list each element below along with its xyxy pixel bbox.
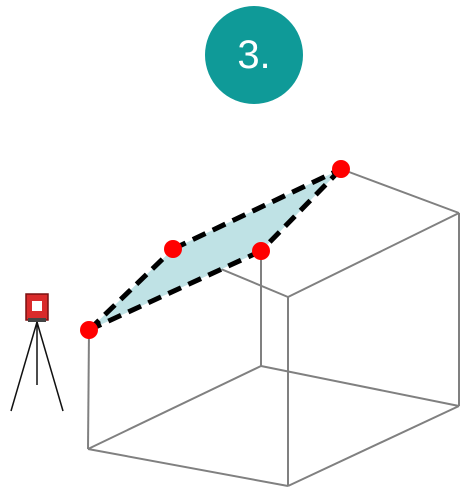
tripod-leg-left	[10, 321, 38, 412]
device-base	[28, 318, 46, 322]
measurement-point	[80, 321, 98, 339]
measured-roof-area	[89, 169, 341, 330]
laser-scanner-on-tripod-icon	[10, 293, 64, 412]
hidden-floor-left-edge	[87, 365, 262, 450]
device-window	[32, 301, 42, 311]
tripod-leg-right	[36, 321, 64, 412]
step-number-label: 3.	[237, 33, 271, 77]
house-wireframe	[87, 168, 460, 487]
outline-edge-2	[171, 166, 343, 252]
outline-edge-1	[87, 247, 175, 332]
right-eave-edge	[287, 212, 460, 298]
measurement-point	[252, 242, 270, 260]
measured-outline	[87, 166, 343, 333]
step-badge: 3.	[205, 6, 303, 104]
front-left-vertical-edge	[87, 329, 90, 450]
outline-edge-4	[87, 248, 263, 333]
measurement-point	[332, 160, 350, 178]
outline-edge-3	[259, 167, 343, 253]
ridge-right-edge	[340, 168, 460, 214]
hidden-floor-right-edge	[260, 365, 460, 407]
measurement-point	[164, 240, 182, 258]
measurement-points	[80, 160, 350, 339]
right-bottom-edge	[287, 405, 460, 487]
front-bottom-edge	[87, 448, 289, 487]
